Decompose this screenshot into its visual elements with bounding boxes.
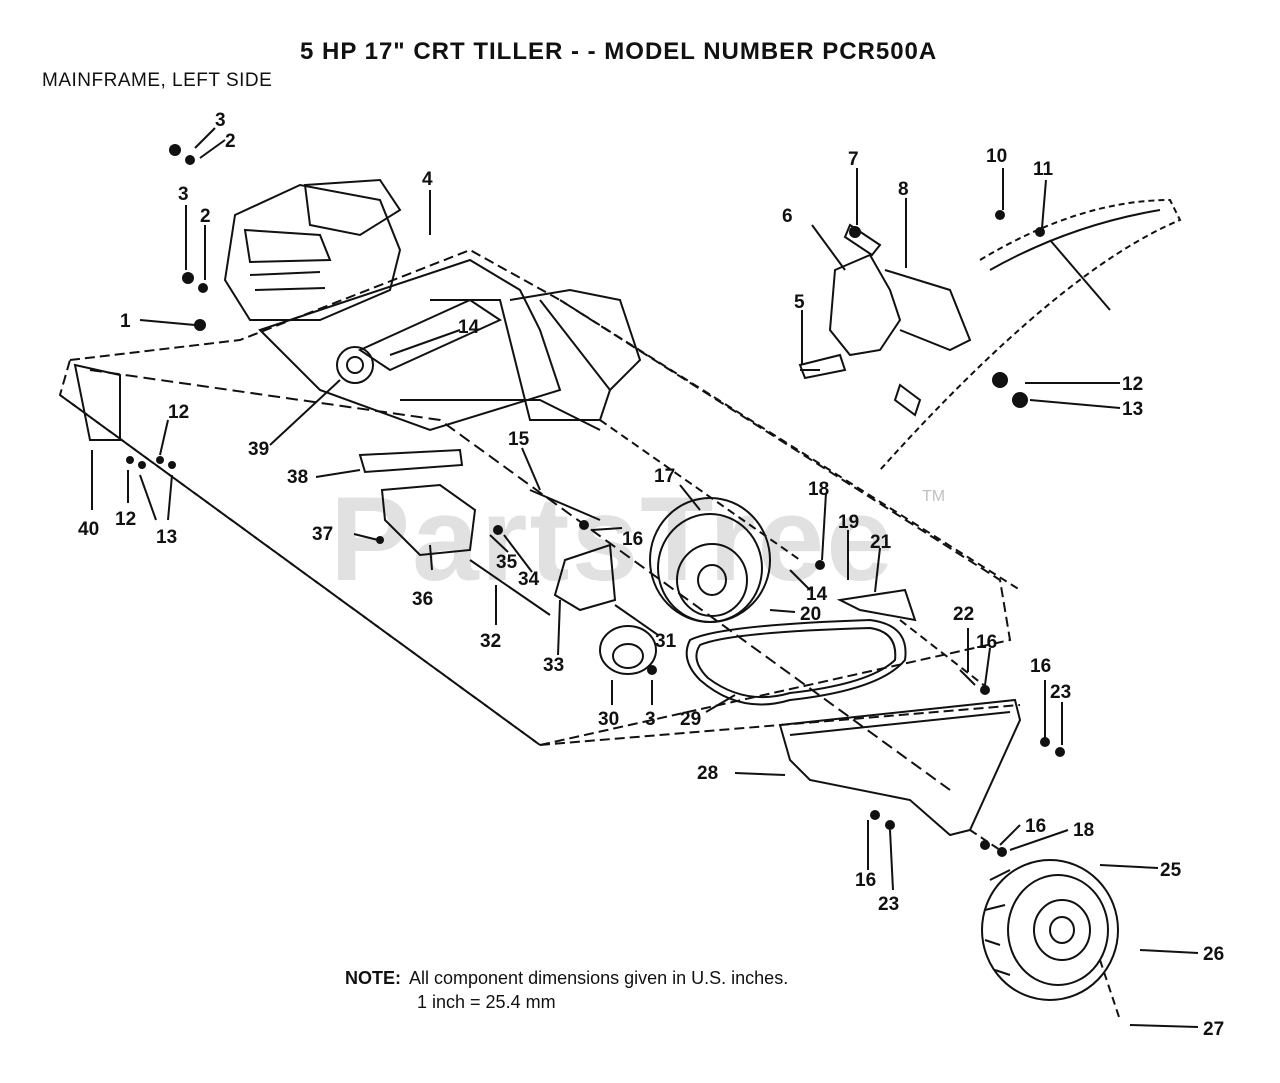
- callout-36: 36: [412, 589, 433, 610]
- note-line1: All component dimensions given in U.S. i…: [409, 968, 789, 988]
- callout-8: 8: [898, 179, 909, 200]
- callout-18: 18: [808, 479, 829, 500]
- callout-3b: 3: [178, 184, 189, 205]
- callout-39: 39: [248, 439, 269, 460]
- callout-16d: 16: [1025, 816, 1046, 837]
- callout-23b: 23: [878, 894, 899, 915]
- callout-1: 1: [120, 311, 131, 332]
- rod-15: [529, 489, 601, 521]
- large-pulley: [649, 497, 771, 623]
- callout-12c: 12: [1122, 374, 1143, 395]
- plate-40: [73, 363, 121, 441]
- watermark: PartsTree: [330, 472, 896, 606]
- frame-body: [258, 258, 642, 432]
- callout-18b: 18: [1073, 820, 1094, 841]
- note-label: NOTE:: [345, 968, 401, 988]
- wheel: [981, 859, 1119, 1001]
- callout-16: 16: [622, 529, 643, 550]
- callout-3: 3: [215, 110, 226, 131]
- callout-7: 7: [848, 149, 859, 170]
- callout-16e: 16: [855, 870, 876, 891]
- callout-28: 28: [697, 763, 718, 784]
- callout-26: 26: [1203, 944, 1224, 965]
- callout-33: 33: [543, 655, 564, 676]
- bracket-38: [358, 448, 464, 474]
- callout-16b: 16: [976, 632, 997, 653]
- callout-3c: 3: [645, 709, 656, 730]
- callout-27: 27: [1203, 1019, 1224, 1040]
- engine: [223, 178, 402, 321]
- callout-30: 30: [598, 709, 619, 730]
- idler-bracket-33: [553, 543, 617, 612]
- callout-13: 13: [156, 527, 177, 548]
- callout-12b: 12: [115, 509, 136, 530]
- rod-32: [469, 559, 551, 616]
- callout-32: 32: [480, 631, 501, 652]
- diagram-title: 5 HP 17" CRT TILLER - - MODEL NUMBER PCR…: [300, 38, 938, 65]
- callout-22: 22: [953, 604, 974, 625]
- callout-4: 4: [422, 169, 433, 190]
- small-pulley: [599, 625, 657, 675]
- callout-35: 35: [496, 552, 518, 573]
- callout-19: 19: [838, 512, 859, 533]
- callout-37: 37: [312, 524, 333, 545]
- bracket-21: [836, 588, 917, 622]
- callout-11: 11: [1033, 159, 1054, 180]
- callout-16c: 16: [1030, 656, 1051, 677]
- callout-17: 17: [654, 466, 675, 487]
- watermark-tm: TM: [922, 488, 946, 505]
- callout-13b: 13: [1122, 399, 1143, 420]
- callout-labels: 3 2 3 2 4 1 14 39 38 12 40 12 13 15 17 1…: [78, 110, 1224, 1040]
- tine-shield: [879, 198, 1182, 471]
- callout-20: 20: [800, 604, 821, 625]
- callout-34: 34: [518, 569, 540, 590]
- callout-14: 14: [458, 317, 480, 338]
- callout-2b: 2: [200, 206, 211, 227]
- dimension-note: NOTE: All component dimensions given in U…: [345, 966, 788, 1014]
- callout-29: 29: [680, 709, 701, 730]
- callout-10: 10: [986, 146, 1007, 167]
- callout-38: 38: [287, 467, 308, 488]
- callout-21: 21: [870, 532, 892, 553]
- frame-inner-line: [89, 369, 951, 791]
- callout-25: 25: [1160, 860, 1182, 881]
- callout-12: 12: [168, 402, 189, 423]
- callout-2: 2: [225, 131, 236, 152]
- belt: [685, 618, 907, 706]
- callout-40: 40: [78, 519, 99, 540]
- rod-22: [959, 669, 976, 686]
- callout-31: 31: [655, 631, 677, 652]
- note-line2: 1 inch = 25.4 mm: [417, 992, 556, 1012]
- belt-cover: [778, 698, 1022, 837]
- bracket-36: [380, 483, 477, 557]
- callout-5: 5: [794, 292, 805, 313]
- callout-6: 6: [782, 206, 793, 227]
- callout-14b: 14: [806, 584, 828, 605]
- callout-23: 23: [1050, 682, 1071, 703]
- callout-15: 15: [508, 429, 530, 450]
- diagram-subtitle: MAINFRAME, LEFT SIDE: [42, 70, 273, 91]
- depth-bar-assembly: [798, 223, 972, 417]
